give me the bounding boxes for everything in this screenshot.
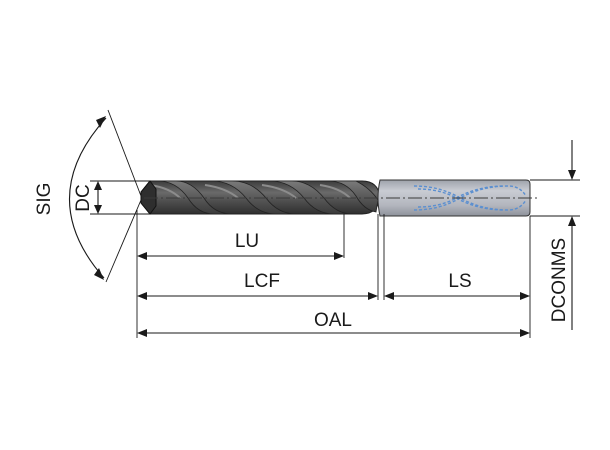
- dconms-label: DCONMS: [549, 238, 570, 322]
- ls-label: LS: [448, 271, 471, 292]
- coolant-channels: [413, 185, 527, 211]
- lcf-label: LCF: [244, 271, 280, 292]
- dconms-dimension: DCONMS: [549, 140, 576, 330]
- lu-label: LU: [235, 231, 259, 252]
- flute-1: [157, 180, 233, 215]
- oal-label: OAL: [314, 310, 352, 331]
- oal-dimension: OAL: [137, 310, 530, 337]
- drill-fluted-body: [140, 180, 381, 215]
- lcf-dimension: LCF: [137, 271, 378, 300]
- flute-3: [269, 180, 353, 215]
- dc-label: DC: [73, 184, 94, 211]
- drill-tip: [140, 180, 157, 215]
- sig-dimension: SIG: [34, 116, 107, 280]
- dc-dimension: DC: [73, 181, 102, 214]
- flute-2: [211, 180, 297, 215]
- extension-lines: [90, 109, 580, 338]
- ls-dimension: LS: [384, 271, 530, 300]
- lu-dimension: LU: [137, 231, 344, 260]
- flute-4: [327, 180, 379, 213]
- sig-label: SIG: [34, 183, 55, 216]
